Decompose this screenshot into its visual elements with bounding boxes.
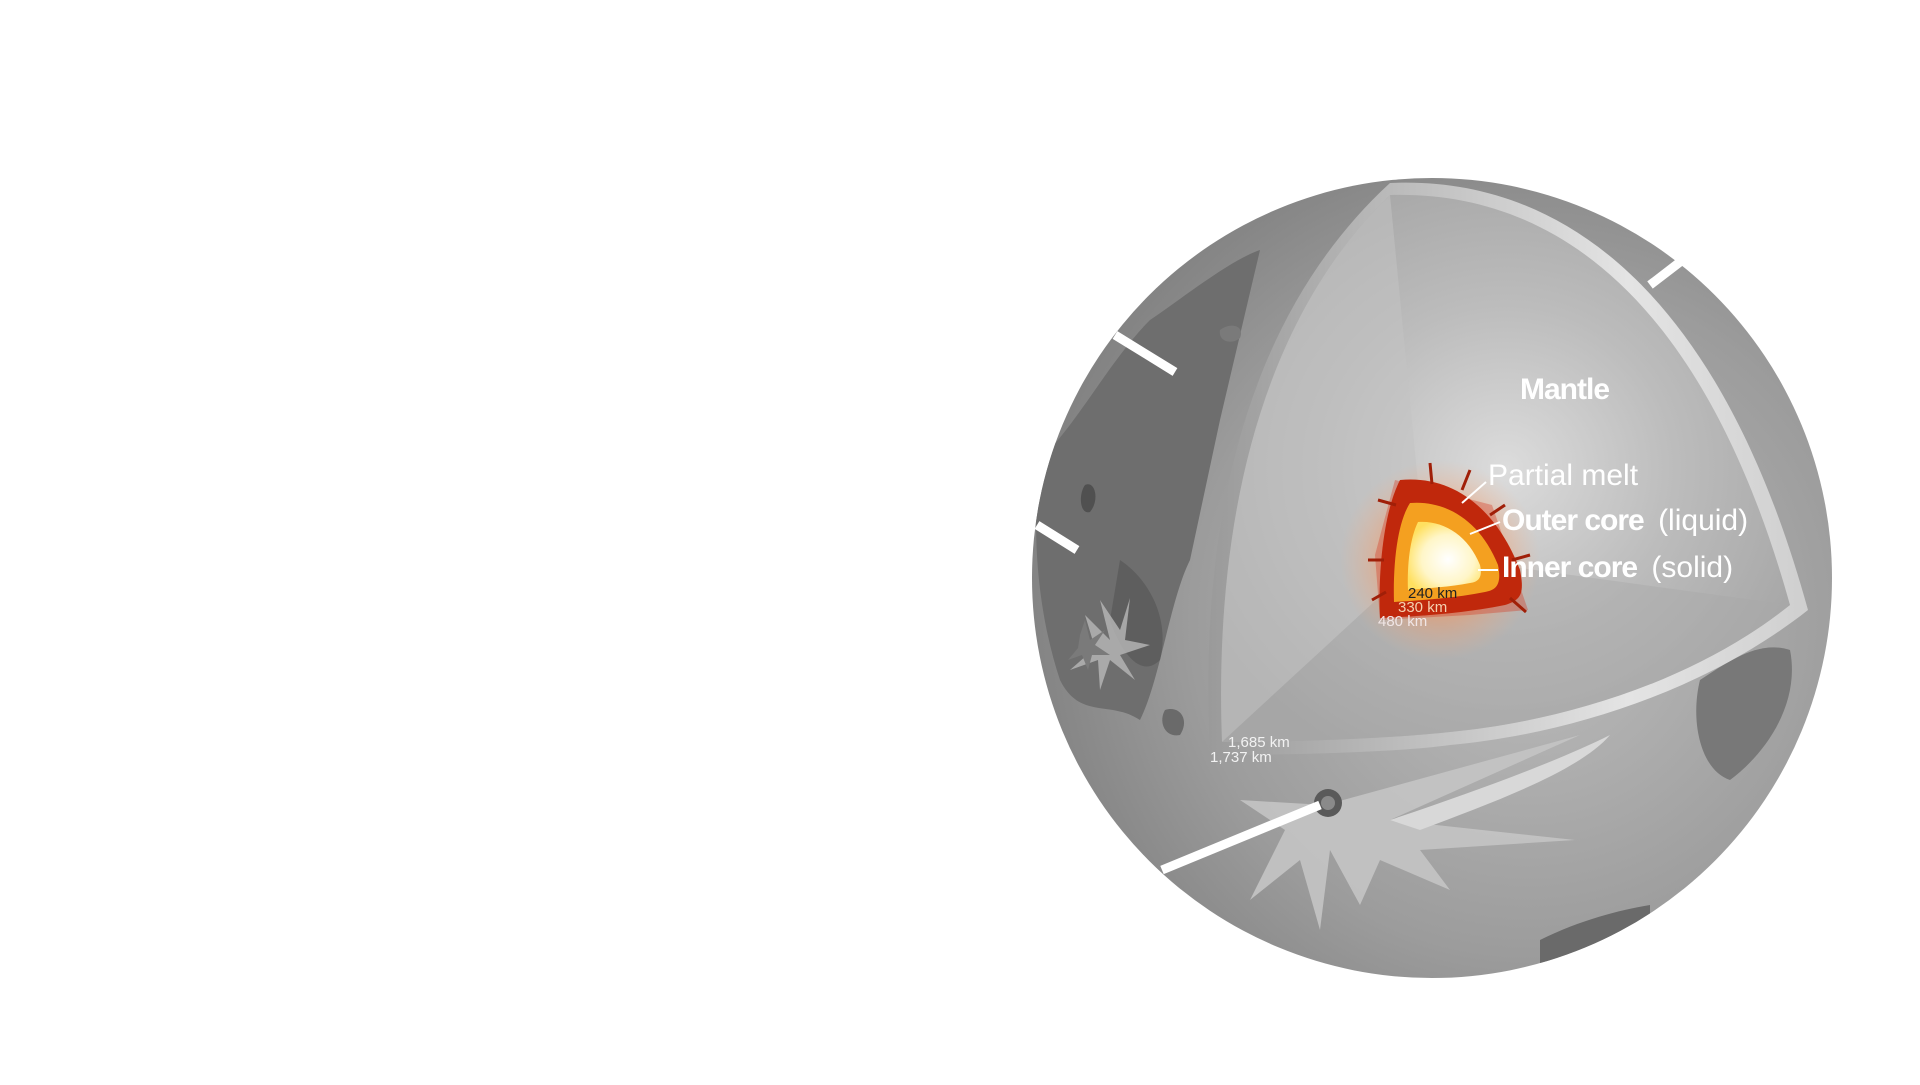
radius-outer-core: 330 km: [1398, 599, 1447, 616]
inner-core-layer: [1407, 521, 1481, 590]
outer-core-state: (liquid): [1658, 504, 1748, 537]
outer-core-name: Outer core: [1502, 504, 1644, 537]
radius-surface: 1,737 km: [1210, 749, 1272, 766]
radius-mantle: 1,685 km: [1228, 734, 1290, 751]
inner-core-name: Inner core: [1502, 551, 1637, 584]
radius-partial-melt: 480 km: [1378, 613, 1427, 630]
leader-lines: [1461, 481, 1501, 571]
impact-crater: [1068, 598, 1610, 930]
label-outer-core: Outer core (liquid): [1502, 504, 1748, 537]
core-layers: [1340, 460, 1540, 660]
label-inner-core: Inner core (solid): [1502, 551, 1733, 584]
radius-inner-core: 240 km: [1408, 585, 1457, 602]
inner-core-state: (solid): [1651, 551, 1733, 584]
label-partial-melt: Partial melt: [1488, 459, 1639, 492]
rim-tick-marks: [1034, 258, 1683, 875]
label-mantle: Mantle: [1520, 373, 1609, 406]
